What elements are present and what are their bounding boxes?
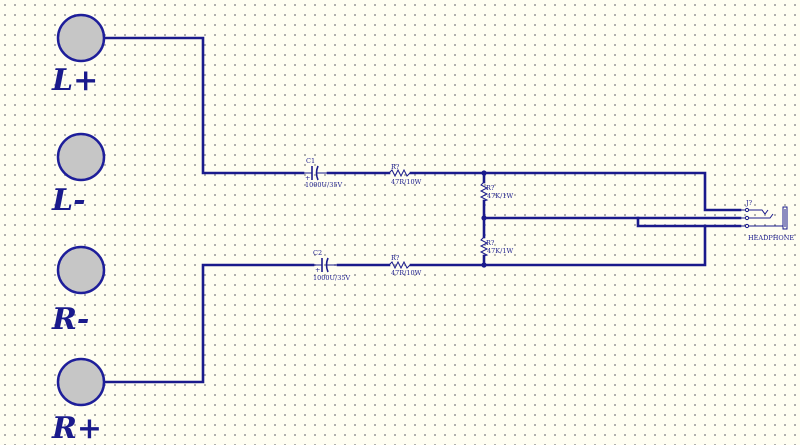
resistor-zigzag (388, 260, 411, 270)
resistor-r-top: R? 47R/10W (388, 163, 422, 186)
terminal-l-plus: L+ (51, 13, 106, 98)
wire-r-plus (102, 263, 315, 384)
terminal-l-minus: L- (51, 132, 106, 218)
jack-ref: J? (745, 199, 753, 207)
jack-pin (744, 215, 750, 221)
terminal-pad (56, 357, 106, 407)
wire-ground-to-jack (482, 216, 707, 228)
resistor-shunt-bottom: R? 47K/1W (479, 236, 513, 257)
r-shunt-top-value: 47K/1W (487, 192, 513, 200)
c2-value: 1000U/35V (313, 274, 350, 282)
r-shunt-top-ref: R? (486, 184, 495, 192)
capacitor-plate-curved (315, 165, 319, 181)
jack-pin (744, 207, 750, 213)
c1-ref: C1 (306, 157, 315, 165)
resistor-shunt-top: R? 47K/1W (479, 181, 513, 202)
wire-r1-jack-top (409, 171, 742, 212)
junction-dot (481, 262, 487, 268)
terminal-pad (56, 132, 106, 182)
resistor-zigzag (479, 236, 489, 257)
wire-l-plus (102, 36, 305, 175)
terminal-label: L- (51, 183, 86, 218)
jack-contact (749, 213, 774, 219)
resistor-r-bottom: R? 47R/10W (388, 254, 422, 277)
terminal-pad (56, 245, 106, 295)
r-top-ref: R? (391, 163, 400, 171)
terminal-label: R- (51, 302, 89, 337)
headphone-jack: J? HEADPHONE (740, 199, 794, 242)
terminal-pad (56, 13, 106, 63)
jack-value: HEADPHONE (748, 234, 794, 242)
r-bottom-value: 47R/10W (391, 269, 422, 277)
jack-contact (749, 209, 769, 215)
wires (102, 36, 742, 384)
r-bottom-ref: R? (391, 254, 400, 262)
junction-dot (481, 170, 487, 176)
capacitor-plate-curved (325, 257, 329, 273)
terminal-label: L+ (51, 63, 98, 98)
r-top-value: 47R/10W (391, 178, 422, 186)
r-shunt-bottom-ref: R? (486, 239, 495, 247)
wire-r2-jack-bottom (409, 224, 742, 267)
capacitor-c1: + C1 1000U/35V (303, 157, 342, 189)
capacitor-plus-sign: + (305, 174, 310, 182)
resistor-zigzag (479, 181, 489, 202)
capacitor-c2: + C2 1000U/35V (313, 249, 350, 282)
r-shunt-bottom-value: 47K/1W (487, 247, 513, 255)
resistor-zigzag (388, 168, 411, 178)
capacitor-plus-sign: + (315, 266, 320, 274)
terminal-r-minus: R- (51, 245, 106, 337)
c2-ref: C2 (313, 249, 322, 257)
terminal-label: R+ (51, 411, 102, 445)
terminal-r-plus: R+ (51, 357, 106, 445)
junction-dot (481, 215, 487, 221)
c1-value: 1000U/35V (305, 181, 342, 189)
jack-pin (744, 223, 750, 229)
